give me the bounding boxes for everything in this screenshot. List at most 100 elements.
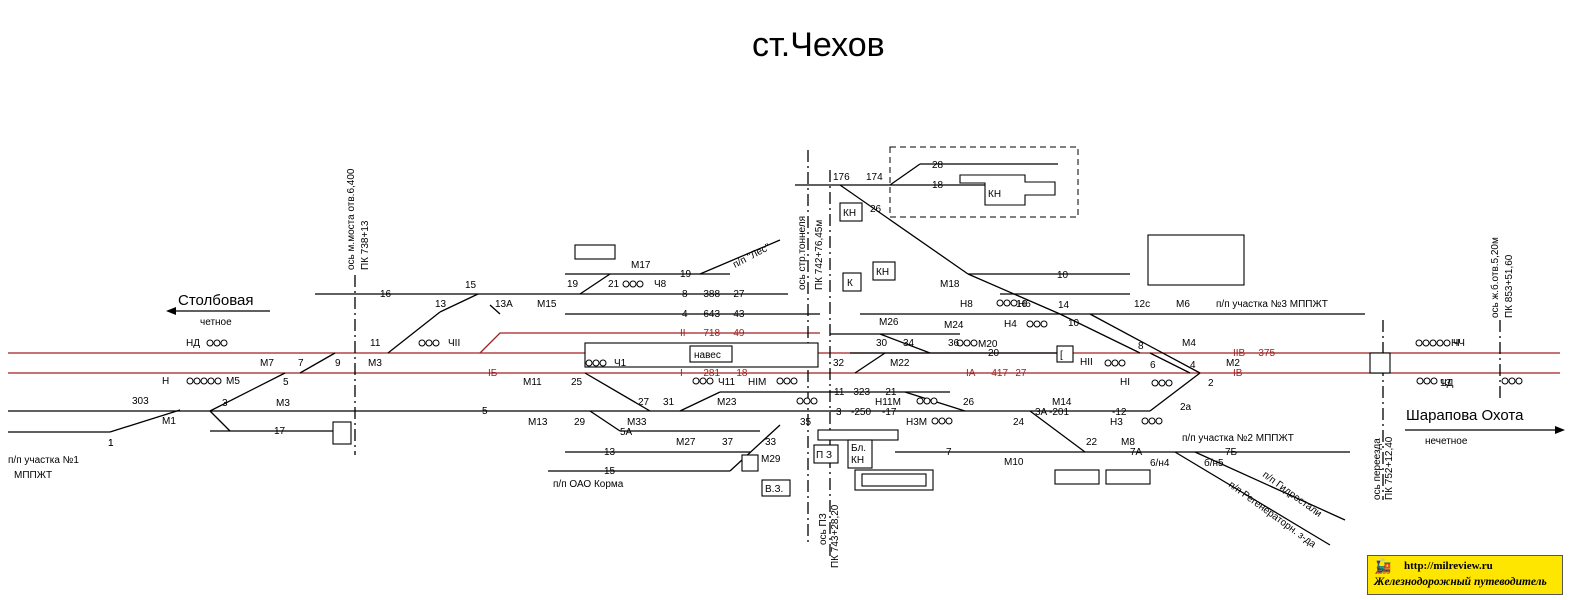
track-number: 3А <box>1035 407 1048 418</box>
signal-name: НII <box>1080 357 1093 368</box>
axis-bridge-1: ось м.моста отв.6,400 <box>346 168 357 270</box>
track-number: 11 <box>370 338 381 349</box>
track-number: 28 <box>932 160 944 171</box>
building-large <box>1147 234 1245 286</box>
axis-lines <box>354 150 1501 560</box>
signal-name: М20 <box>978 339 998 350</box>
signal-name: М4 <box>1182 338 1196 349</box>
signal-name: Н6 <box>1018 299 1031 310</box>
track-number: 174 <box>866 172 883 183</box>
track-number: 13 <box>435 299 447 310</box>
track-number: 26 <box>963 397 975 408</box>
crossing-box <box>1369 352 1391 374</box>
signal-name: Ч8 <box>654 279 667 290</box>
track-number: 22 <box>1086 437 1098 448</box>
signal-name: НI <box>1120 377 1130 388</box>
track-number: б/н5 <box>1204 457 1224 469</box>
track-number: 29 <box>574 417 586 428</box>
signal-name: М13 <box>528 417 548 428</box>
signal-name: Ч1 <box>614 358 627 369</box>
siding-mppzht2: п/п участка №2 МППЖТ <box>1182 433 1294 444</box>
track-number: 35 <box>800 417 812 428</box>
blkn-label-2: КН <box>851 455 864 466</box>
track-number: -27 <box>1012 368 1027 379</box>
building-nii-mark: [ <box>1060 350 1063 361</box>
signal-name: М7 <box>260 358 274 369</box>
signal-name: ЧII <box>448 338 460 349</box>
track-number: -388 <box>700 289 720 300</box>
signal-name: М2 <box>1226 358 1240 369</box>
signal-name: М18 <box>940 279 960 290</box>
signal-name: М1 <box>162 416 176 427</box>
track-number: 20 <box>988 348 1000 359</box>
track-number: 10 <box>1057 270 1069 281</box>
signal-name: Н4 <box>1004 319 1017 330</box>
axis-tunnel-2: ПК 742+76,45м <box>814 220 825 290</box>
track-number: 2 <box>1208 378 1214 389</box>
track-number: 30 <box>876 338 888 349</box>
blkn-box <box>847 439 873 469</box>
axis-rail-bridge-1: ось ж.б.отв.5,20м <box>1489 237 1501 318</box>
track-number: 25 <box>571 377 583 388</box>
track-number: 21 <box>608 279 620 290</box>
track-number: 19 <box>567 279 579 290</box>
signals <box>186 280 1523 425</box>
logo-url: http://milreview.ru <box>1404 560 1493 572</box>
milreview-logo[interactable]: 🚂 http://milreview.ru Железнодорожный пу… <box>1367 555 1563 595</box>
track-number: -417 <box>988 368 1008 379</box>
signal-name: Н <box>162 376 169 387</box>
track-number: 176 <box>833 172 850 183</box>
building-small <box>574 244 616 260</box>
signal-name: ЧД <box>1440 378 1454 389</box>
right-direction-name: Шарапова Охота <box>1406 407 1524 424</box>
kn-box-1 <box>839 202 863 222</box>
track-number: 15 <box>465 280 477 291</box>
signal-name: М22 <box>890 358 910 369</box>
track-number: 34 <box>903 338 915 349</box>
track-number: 7Б <box>1225 447 1238 458</box>
track-number: 5А <box>620 427 633 438</box>
bldg-bottom-1-inner <box>861 473 927 487</box>
bldg-bottom-2 <box>1054 469 1100 485</box>
track-number: II <box>680 328 686 339</box>
track-number: 1 <box>108 438 114 449</box>
track-number: -643 <box>700 309 720 320</box>
track-number: 8 <box>682 289 688 300</box>
track-number: -43 <box>730 309 745 320</box>
track-number: 19 <box>680 269 692 280</box>
pz-label: П З <box>816 450 832 461</box>
track-number: 14 <box>1058 300 1070 311</box>
signal-name: М27 <box>676 437 696 448</box>
signal-name: Ч <box>1453 338 1460 349</box>
train-icon: 🚂 <box>1374 560 1392 575</box>
track-number: 16 <box>380 289 392 300</box>
track-number: 9 <box>335 358 341 369</box>
signal-name: Н3 <box>1110 417 1123 428</box>
kn-top-label: КН <box>988 189 1001 200</box>
track-number: 7 <box>946 447 952 458</box>
track-number: 7А <box>1130 447 1143 458</box>
signal-name: 16 <box>1016 299 1028 310</box>
track-number: 15 <box>604 466 616 477</box>
siding-mppzht1-2: МППЖТ <box>14 470 52 481</box>
signal-name: Ч11 <box>718 377 735 388</box>
vz-label: В.З. <box>765 484 783 495</box>
signal-name: М26 <box>879 317 899 328</box>
track-number: IА <box>966 368 976 379</box>
track-number: 303 <box>132 396 149 407</box>
kn-box-1-label: КН <box>843 208 856 219</box>
logo-text: Железнодорожный путеводитель <box>1374 576 1547 588</box>
dashed-area <box>889 146 1079 218</box>
track-number: -323 <box>850 387 870 398</box>
axis-tunnel-1: ось стр.тоннеля <box>797 216 808 290</box>
station-title: ст.Чехов <box>752 26 885 64</box>
track-number: -281 <box>700 368 720 379</box>
signal-name: М11 <box>523 377 542 388</box>
track-number: 36 <box>948 338 960 349</box>
track-number: 6 <box>1150 360 1156 371</box>
kn-box-2 <box>872 261 896 281</box>
track-number: 27 <box>638 397 650 408</box>
signal-name: Н3М <box>906 417 927 428</box>
